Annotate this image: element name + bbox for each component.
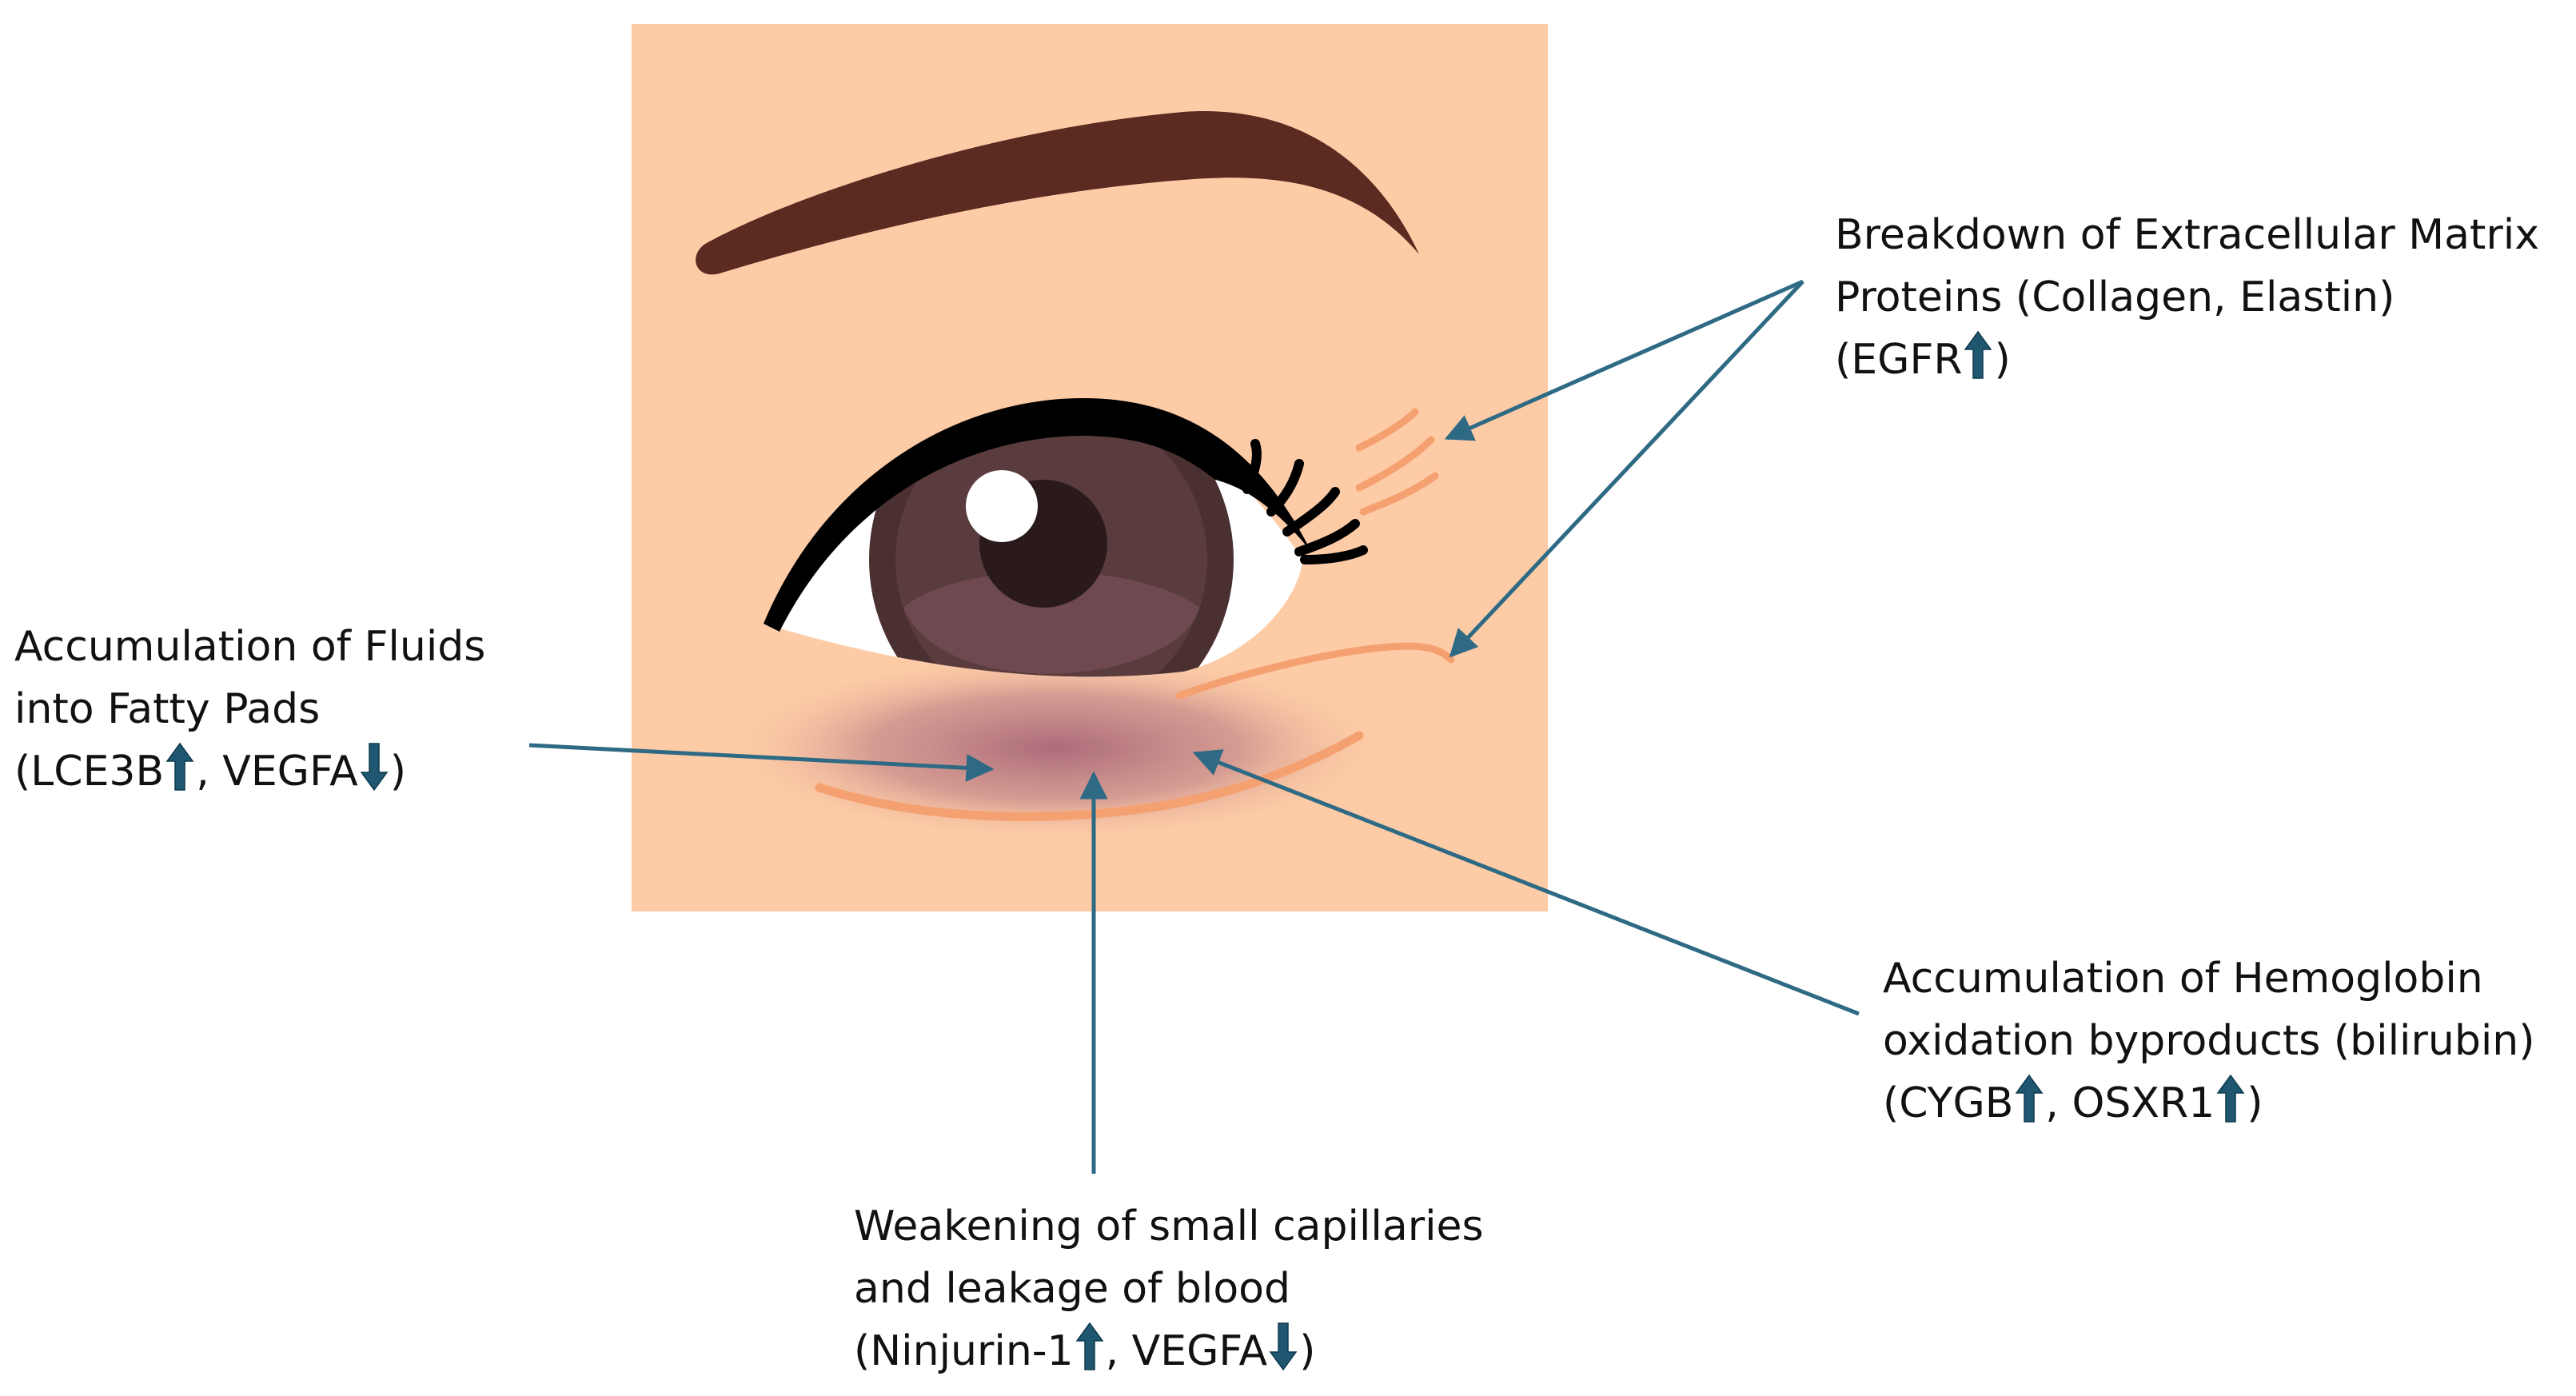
iris-highlight: [903, 572, 1199, 674]
gene-vegfa: , VEGFA: [196, 748, 358, 796]
callout-ecm-line-1: Breakdown of Extracellular Matrix: [1835, 211, 2540, 259]
callout-capillaries: Weakening of small capillaries and leaka…: [854, 1195, 1484, 1389]
upper-lash-line: [764, 397, 1311, 632]
callout-hemoglobin-genes: (CYGB , OSXR1): [1883, 1072, 2535, 1141]
eyelashes: [1242, 439, 1368, 564]
gene-lce3b: (LCE3B: [14, 748, 165, 796]
up-arrow-icon: [165, 742, 194, 809]
callout-hemoglobin-line-2: oxidation byproducts (bilirubin): [1883, 1017, 2535, 1065]
callout-fluids-genes: (LCE3B , VEGFA): [14, 740, 485, 809]
arrow-fluids: [528, 743, 995, 782]
up-arrow-icon: [2216, 1074, 2245, 1141]
up-arrow-icon: [1964, 330, 1992, 397]
close-paren: ): [2247, 1079, 2263, 1127]
gene-ninjurin-1: (Ninjurin-1: [854, 1327, 1074, 1375]
gene-cygb: (CYGB: [1883, 1079, 2014, 1127]
callout-capillaries-genes: (Ninjurin-1 , VEGFA): [854, 1320, 1484, 1389]
down-arrow-icon: [1269, 1322, 1298, 1389]
up-arrow-icon: [2015, 1074, 2044, 1141]
callout-ecm: Breakdown of Extracellular Matrix Protei…: [1835, 204, 2539, 397]
under-eye-line: [1175, 642, 1455, 700]
gene-vegfa: , VEGFA: [1105, 1327, 1268, 1375]
callout-capillaries-line-2: and leakage of blood: [854, 1265, 1290, 1313]
callout-fluids-line-2: into Fatty Pads: [14, 685, 321, 733]
close-paren: ): [1994, 336, 2011, 384]
arrow-ecm-1: [1444, 279, 1804, 441]
callout-ecm-genes: (EGFR): [1835, 329, 2539, 397]
up-arrow-icon: [1075, 1322, 1104, 1389]
callout-hemoglobin-line-1: Accumulation of Hemoglobin: [1883, 955, 2483, 1003]
arrow-hemoglobin: [1192, 749, 1860, 1016]
lower-crease: [815, 731, 1364, 821]
callout-capillaries-line-1: Weakening of small capillaries: [854, 1203, 1484, 1250]
callout-hemoglobin: Accumulation of Hemoglobin oxidation byp…: [1883, 947, 2535, 1141]
crows-feet-wrinkles: [1355, 408, 1439, 516]
arrow-ecm-2: [1449, 280, 1804, 658]
eyebrow: [696, 111, 1419, 275]
down-arrow-icon: [360, 742, 389, 809]
callout-ecm-line-2: Proteins (Collagen, Elastin): [1835, 273, 2395, 321]
connector-arrows: [528, 279, 1860, 1174]
close-paren: ): [389, 748, 406, 796]
callout-fluids: Accumulation of Fluids into Fatty Pads (…: [14, 616, 485, 809]
callout-fluids-line-1: Accumulation of Fluids: [14, 623, 486, 671]
close-paren: ): [1299, 1327, 1316, 1375]
eye-glint: [966, 470, 1038, 542]
gene-egfr: (EGFR: [1835, 336, 1963, 384]
gene-osxr1: , OSXR1: [2045, 1079, 2215, 1127]
